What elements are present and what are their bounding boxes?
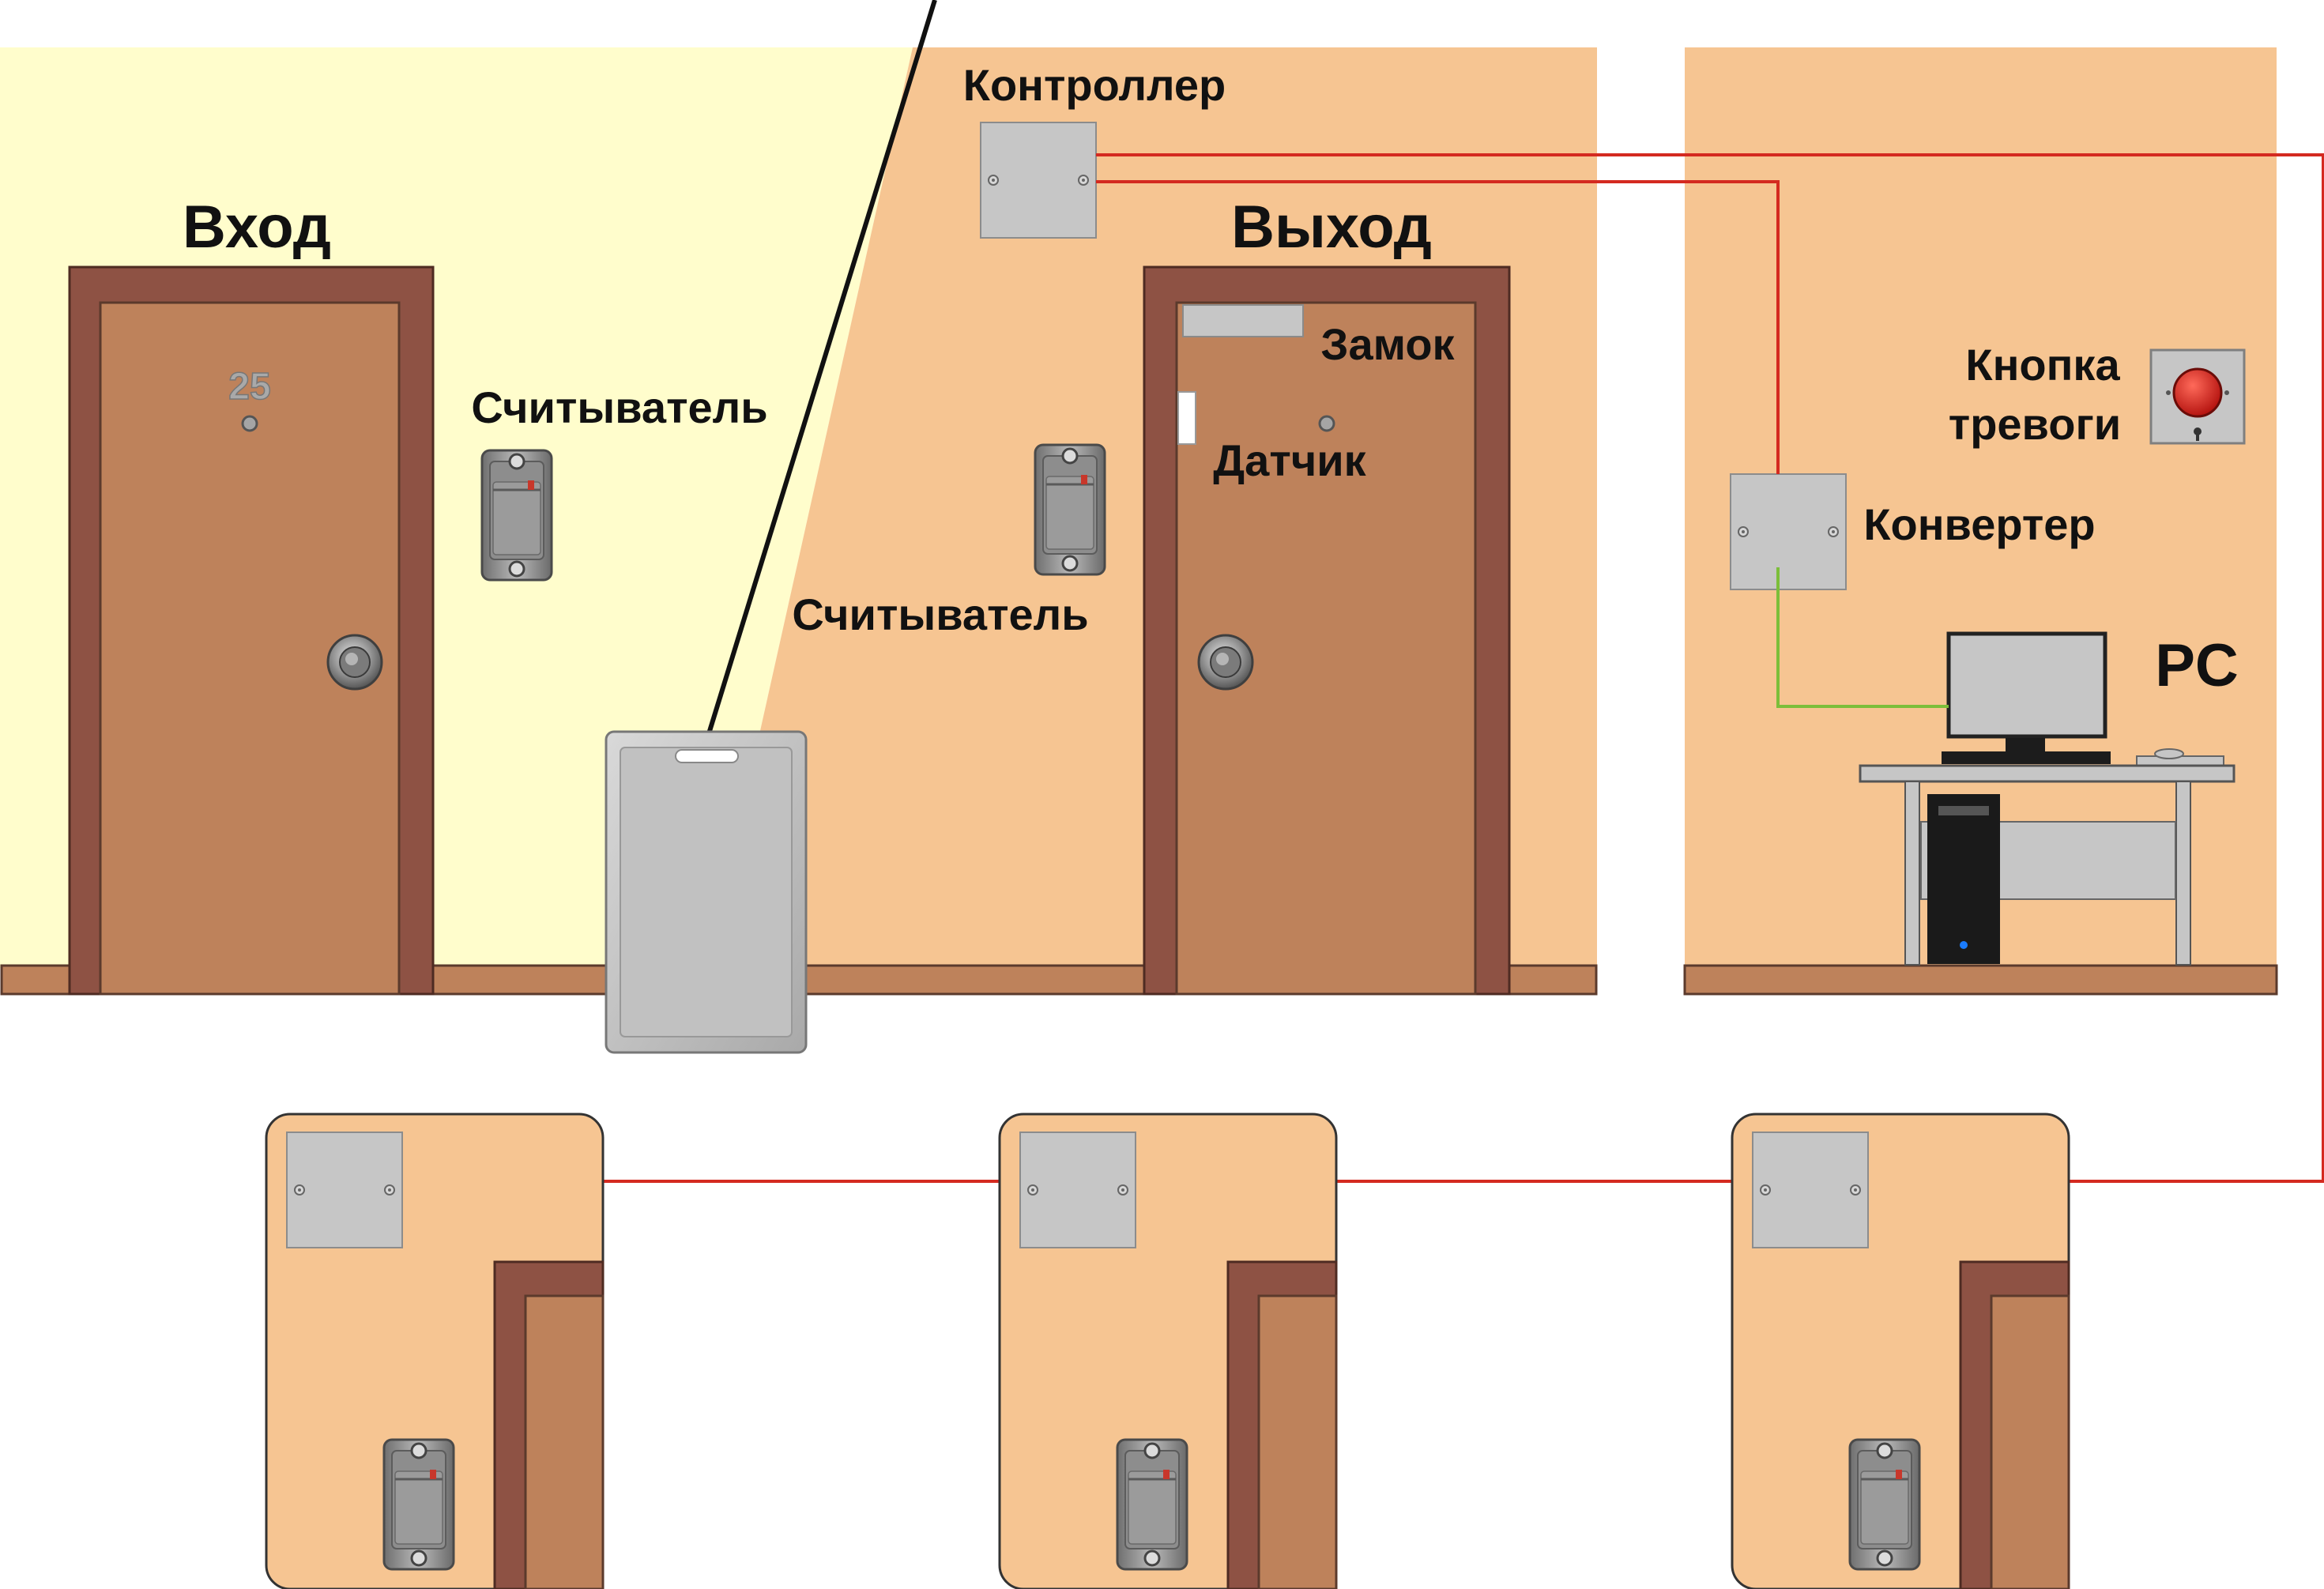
remote-room-1	[265, 1113, 605, 1589]
door-knob-icon	[326, 634, 383, 691]
floor-baseboard-right	[1683, 964, 2278, 996]
reader-center-label: Считыватель	[792, 589, 1088, 639]
alarm-button-label-line1: Кнопка	[1965, 340, 2120, 390]
controller-box-icon	[286, 1132, 403, 1248]
exit-label: Выход	[1231, 194, 1432, 261]
converter-box-icon	[1730, 473, 1847, 590]
peephole-icon	[241, 415, 258, 432]
remote-room-3	[1731, 1113, 2070, 1589]
zone-divider-line	[705, 0, 937, 740]
pc-label: PC	[2155, 632, 2239, 699]
reader-left-label: Считыватель	[471, 382, 767, 432]
converter-label: Конвертер	[1863, 499, 2095, 549]
lock-label: Замок	[1320, 319, 1455, 369]
computer-icon	[1859, 631, 2235, 966]
door-number: 25	[228, 366, 270, 408]
alarm-button-label-line2: тревоги	[1949, 399, 2121, 449]
controller-label: Контроллер	[963, 60, 1226, 110]
card-reader-icon	[1116, 1438, 1188, 1571]
card-reader-icon	[382, 1438, 455, 1571]
alarm-button-icon	[2149, 348, 2246, 445]
card-reader-icon	[1848, 1438, 1921, 1571]
controller-box-icon	[1019, 1132, 1136, 1248]
entrance-label: Вход	[183, 194, 331, 261]
card-reader-icon	[1034, 443, 1106, 576]
electric-lock-icon	[1182, 304, 1304, 337]
sensor-label: Датчик	[1213, 435, 1366, 485]
remote-room-2	[998, 1113, 1338, 1589]
controller-box-icon	[980, 122, 1097, 239]
card-reader-icon	[480, 449, 553, 582]
door-sensor-icon	[1177, 391, 1196, 445]
usb-wiring	[1776, 567, 1949, 708]
peephole-icon	[1318, 415, 1335, 432]
controller-box-icon	[1752, 1132, 1869, 1248]
exit-door	[1143, 265, 1511, 996]
door-knob-icon	[1197, 634, 1254, 691]
access-card-icon	[605, 730, 808, 1054]
entrance-door: 25	[68, 265, 435, 996]
